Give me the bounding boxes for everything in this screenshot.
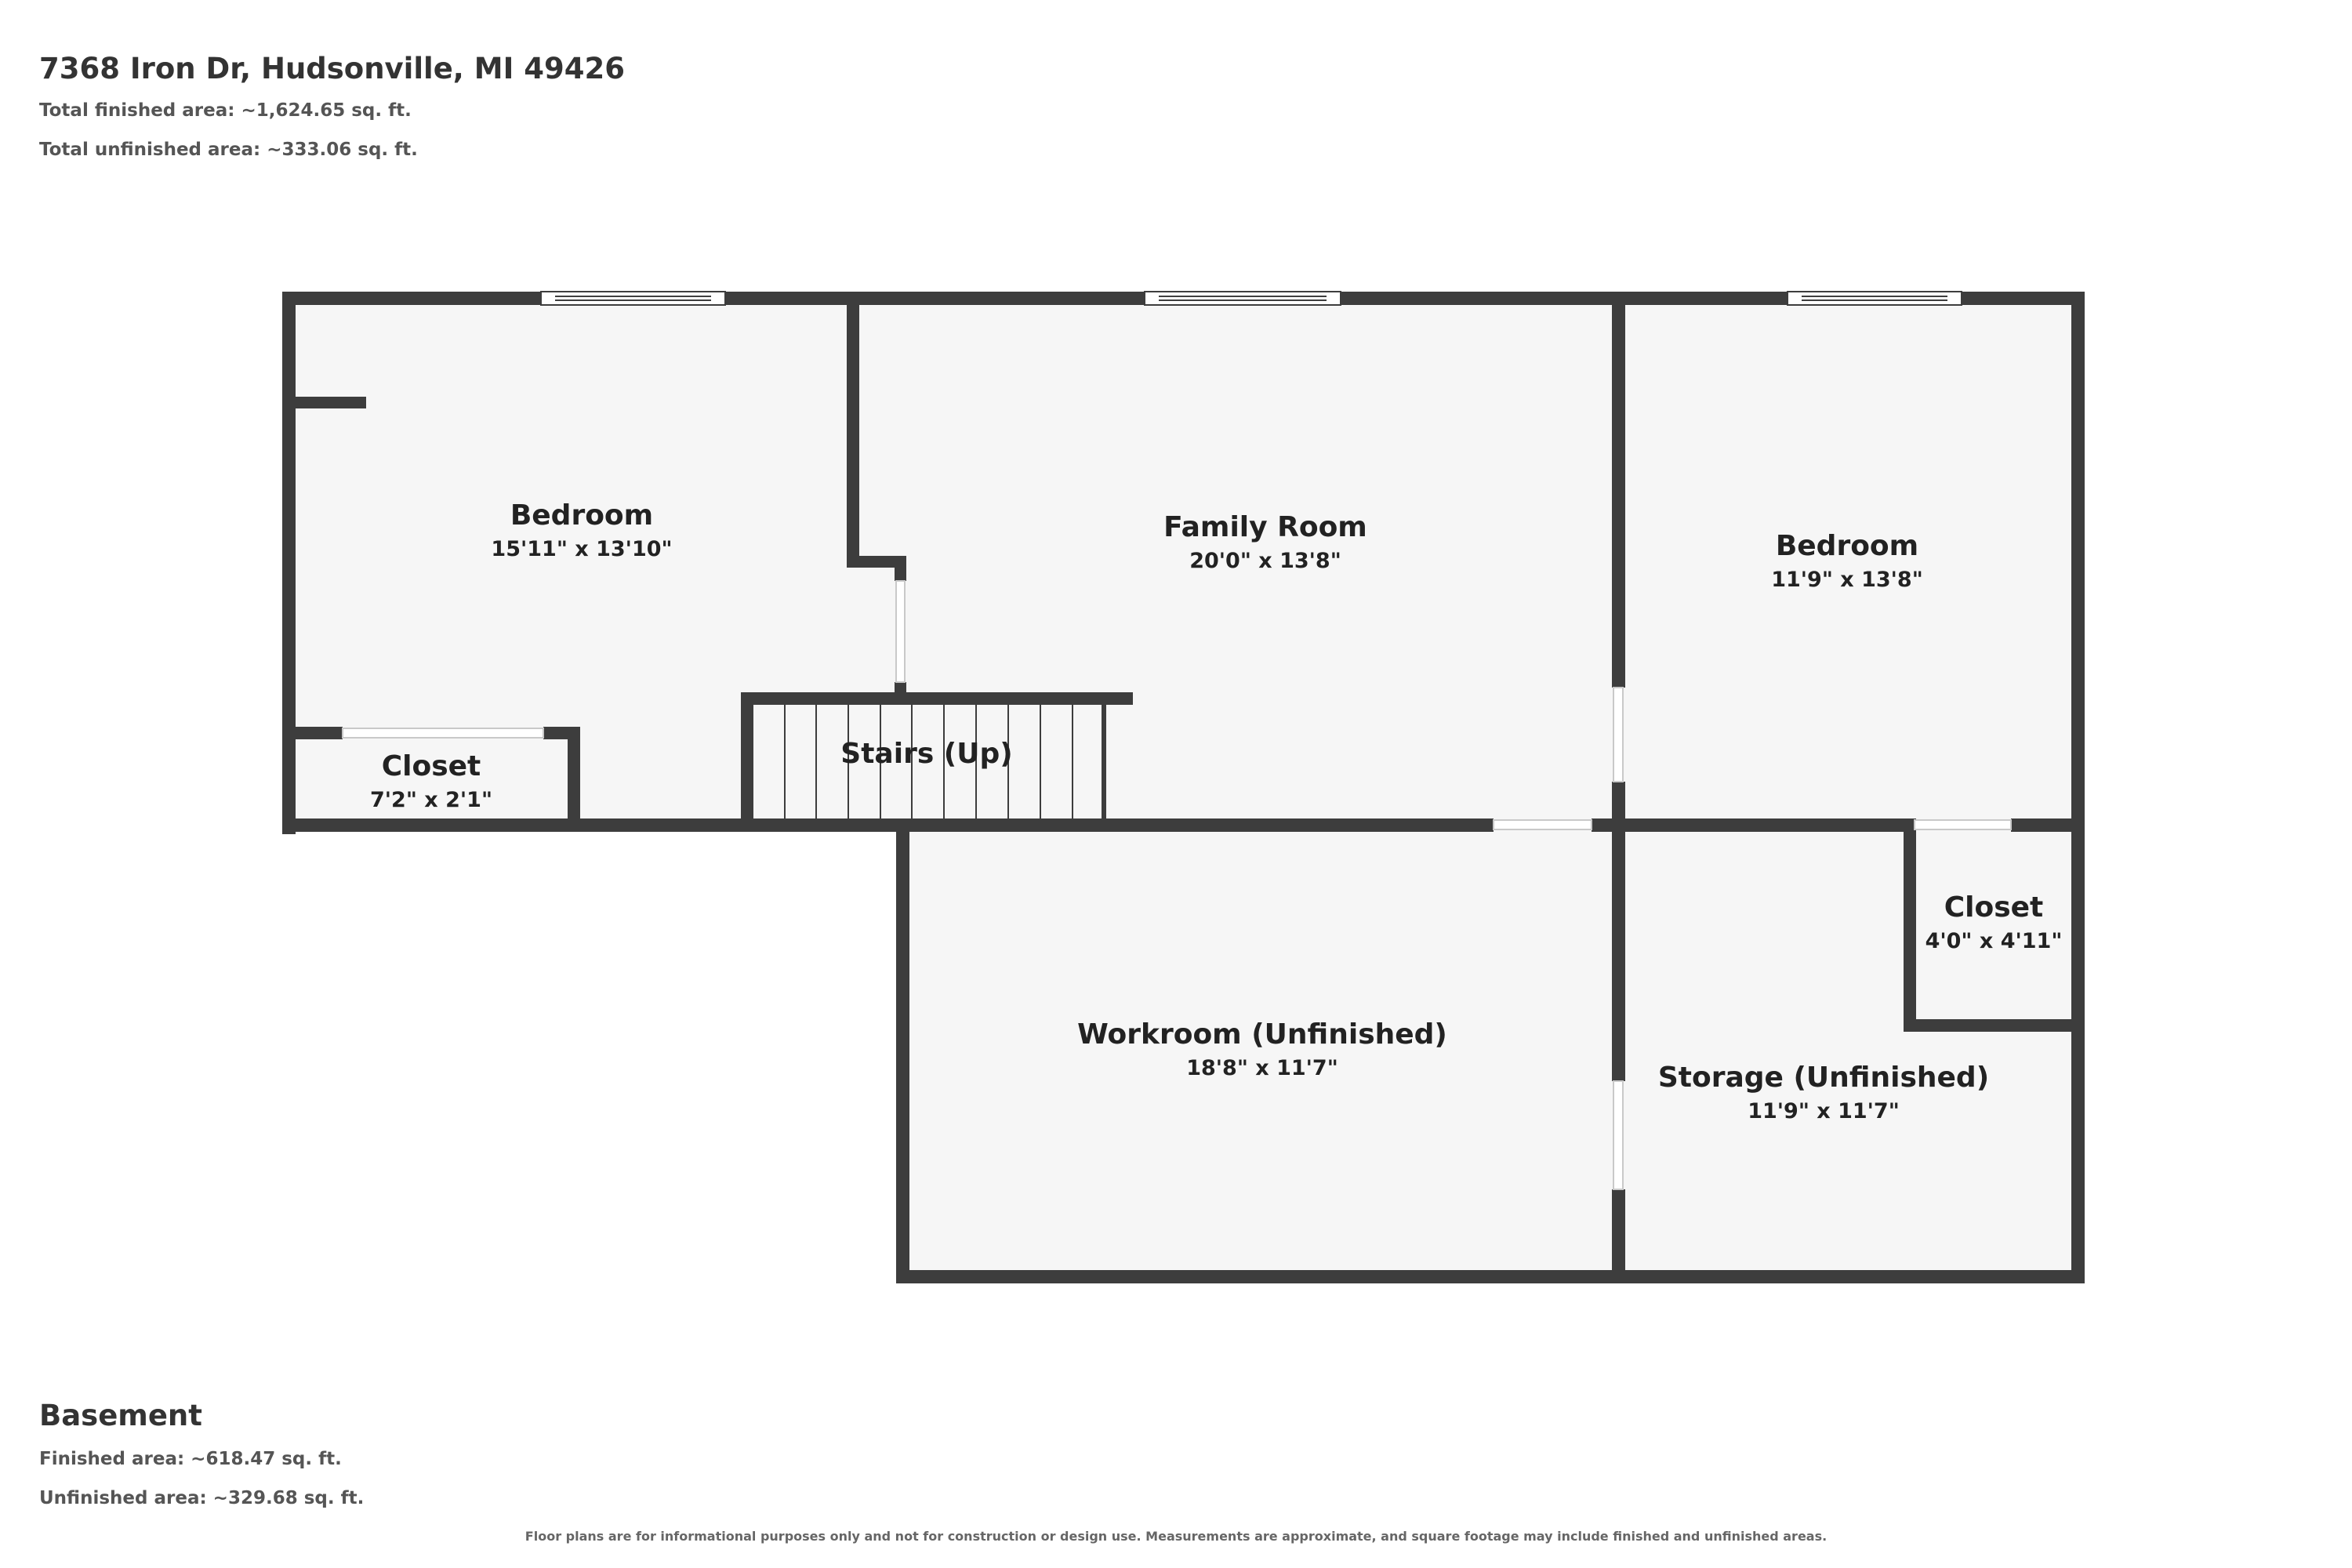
room-name-closet-left: Closet (382, 750, 481, 782)
room-name-bedroom-right: Bedroom (1776, 530, 1918, 562)
room-name-bedroom-left: Bedroom (510, 499, 653, 532)
room-labels: Bedroom 15'11" x 13'10" Family Room 20'0… (370, 499, 2062, 1123)
room-name-stairs: Stairs (Up) (840, 738, 1012, 770)
room-dims-family-room: 20'0" x 13'8" (1189, 549, 1341, 573)
doors (342, 580, 2012, 1190)
walls (282, 292, 2085, 1283)
door-closet-left (342, 728, 544, 739)
room-name-workroom: Workroom (Unfinished) (1077, 1018, 1447, 1051)
room-name-family-room: Family Room (1163, 511, 1367, 543)
window-family-room (1144, 291, 1341, 306)
level-unfinished-area: Unfinished area: ~329.68 sq. ft. (39, 1488, 365, 1508)
room-dims-closet-left: 7'2" x 2'1" (370, 788, 492, 812)
door-bedroom-family (895, 580, 906, 683)
floor-areas (286, 298, 2074, 1270)
room-dims-bedroom-left: 15'11" x 13'10" (491, 537, 672, 561)
door-storage (1613, 1080, 1624, 1190)
door-closet-right (1914, 819, 2012, 830)
windows (540, 291, 1962, 306)
property-address: 7368 Iron Dr, Hudsonville, MI 49426 (39, 52, 625, 85)
total-unfinished-area: Total unfinished area: ~333.06 sq. ft. (39, 140, 418, 160)
lower-floor-area (902, 823, 2074, 1270)
room-name-storage: Storage (Unfinished) (1658, 1062, 1989, 1094)
disclaimer: Floor plans are for informational purpos… (524, 1529, 1828, 1544)
window-bedroom-left (540, 291, 726, 306)
stairs-treads (784, 704, 1073, 822)
total-finished-area: Total finished area: ~1,624.65 sq. ft. (39, 100, 412, 121)
room-dims-storage: 11'9" x 11'7" (1748, 1099, 1900, 1123)
room-dims-bedroom-right: 11'9" x 13'8" (1771, 568, 1923, 592)
room-dims-closet-right: 4'0" x 4'11" (1926, 929, 2063, 953)
upper-floor-area (286, 298, 2074, 823)
window-bedroom-right (1787, 291, 1962, 306)
door-bedroom-right (1613, 687, 1624, 782)
level-finished-area: Finished area: ~618.47 sq. ft. (39, 1449, 342, 1469)
level-name: Basement (39, 1399, 202, 1432)
room-dims-workroom: 18'8" x 11'7" (1186, 1056, 1338, 1080)
door-workroom (1493, 819, 1592, 830)
room-name-closet-right: Closet (1944, 891, 2044, 924)
